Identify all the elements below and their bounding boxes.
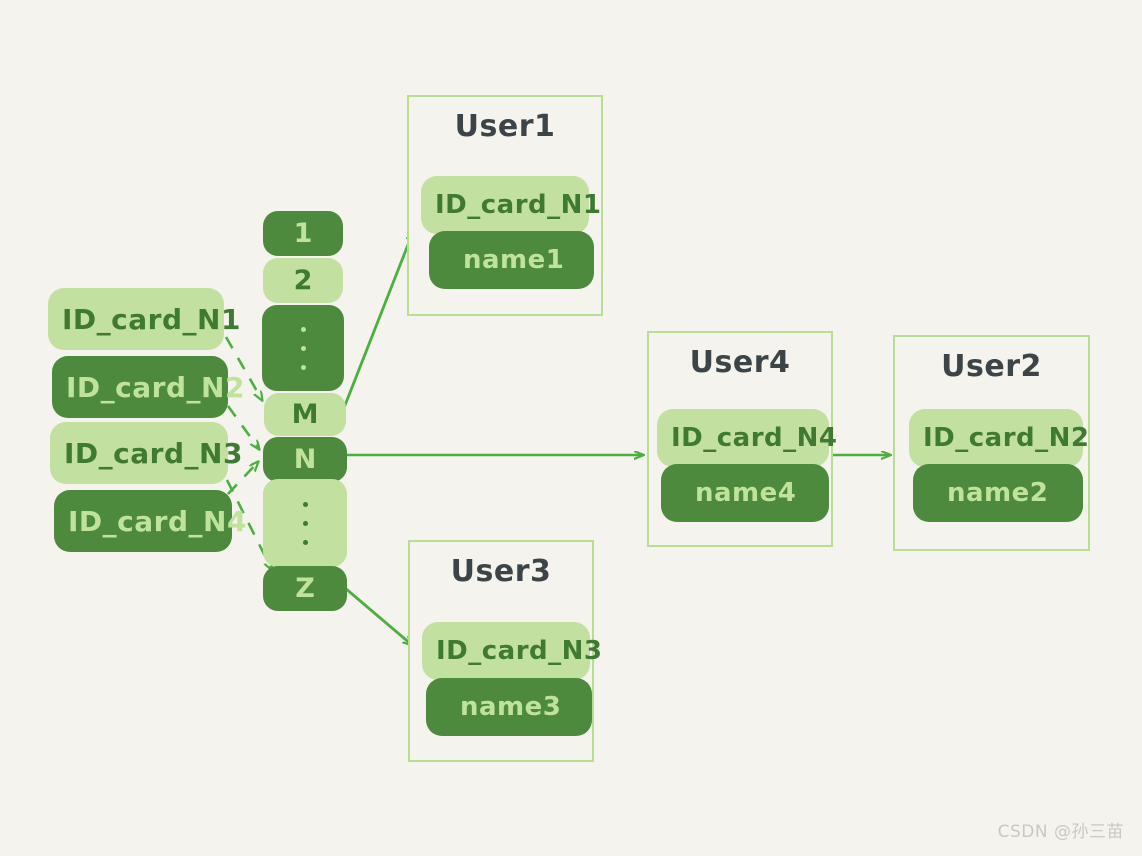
key-pill-id-card-n2[interactable]: ID_card_N2 bbox=[52, 356, 244, 418]
card-id-card-pill[interactable]: ID_card_N2 bbox=[909, 409, 1089, 467]
card-name-pill[interactable]: name2 bbox=[913, 464, 1083, 522]
card-name-label: name2 bbox=[947, 478, 1049, 508]
watermark-text: CSDN @孙三苗 bbox=[997, 822, 1124, 842]
card-name-pill[interactable]: name1 bbox=[429, 231, 594, 289]
card-name-label: name3 bbox=[460, 692, 562, 722]
solid-link-m-to-user1 bbox=[338, 232, 413, 419]
bucket-label: Z bbox=[295, 573, 315, 604]
card-title: User4 bbox=[689, 345, 791, 380]
card-title: User3 bbox=[450, 554, 552, 589]
bucket-z[interactable]: Z bbox=[263, 566, 347, 611]
user-card-user2[interactable]: User2 ID_card_N2 name2 bbox=[893, 335, 1090, 551]
key-pill-id-card-n3[interactable]: ID_card_N3 bbox=[50, 422, 242, 484]
card-title: User1 bbox=[454, 109, 556, 144]
card-id-card-label: ID_card_N4 bbox=[671, 423, 838, 453]
key-pill-label: ID_card_N2 bbox=[66, 370, 245, 404]
bucket-label: 2 bbox=[293, 265, 313, 296]
bucket-2[interactable]: 2 bbox=[263, 258, 343, 303]
card-id-card-pill[interactable]: ID_card_N3 bbox=[422, 622, 602, 680]
card-name-label: name4 bbox=[695, 478, 797, 508]
key-pill-label: ID_card_N1 bbox=[62, 302, 241, 336]
bucket-n[interactable]: N bbox=[263, 437, 347, 482]
card-name-pill[interactable]: name3 bbox=[426, 678, 592, 736]
key-pill-id-card-n4[interactable]: ID_card_N4 bbox=[54, 490, 246, 552]
key-pill-label: ID_card_N4 bbox=[68, 504, 247, 538]
key-pill-label: ID_card_N3 bbox=[64, 436, 243, 470]
bucket-label: N bbox=[293, 444, 317, 475]
vertical-ellipsis-icon bbox=[300, 326, 306, 370]
card-id-card-label: ID_card_N3 bbox=[436, 636, 603, 666]
bucket-ellipsis-upper bbox=[262, 305, 344, 391]
key-pill-id-card-n1[interactable]: ID_card_N1 bbox=[48, 288, 240, 350]
bucket-1[interactable]: 1 bbox=[263, 211, 343, 256]
user-card-user4[interactable]: User4 ID_card_N4 name4 bbox=[647, 331, 837, 547]
card-id-card-label: ID_card_N1 bbox=[435, 190, 602, 220]
card-title: User2 bbox=[941, 349, 1042, 384]
card-name-pill[interactable]: name4 bbox=[661, 464, 829, 522]
card-name-label: name1 bbox=[463, 245, 565, 275]
bucket-label: M bbox=[291, 399, 319, 430]
card-id-card-pill[interactable]: ID_card_N4 bbox=[657, 409, 837, 467]
user-card-user3[interactable]: User3 ID_card_N3 name3 bbox=[408, 540, 602, 762]
card-id-card-pill[interactable]: ID_card_N1 bbox=[421, 176, 601, 234]
vertical-ellipsis-icon bbox=[302, 501, 308, 545]
bucket-m[interactable]: M bbox=[264, 393, 346, 436]
user-card-user1[interactable]: User1 ID_card_N1 name1 bbox=[407, 95, 603, 316]
solid-link-z-to-user3 bbox=[344, 586, 412, 645]
bucket-ellipsis-lower bbox=[263, 479, 347, 567]
card-id-card-label: ID_card_N2 bbox=[923, 423, 1090, 453]
bucket-label: 1 bbox=[293, 218, 313, 249]
